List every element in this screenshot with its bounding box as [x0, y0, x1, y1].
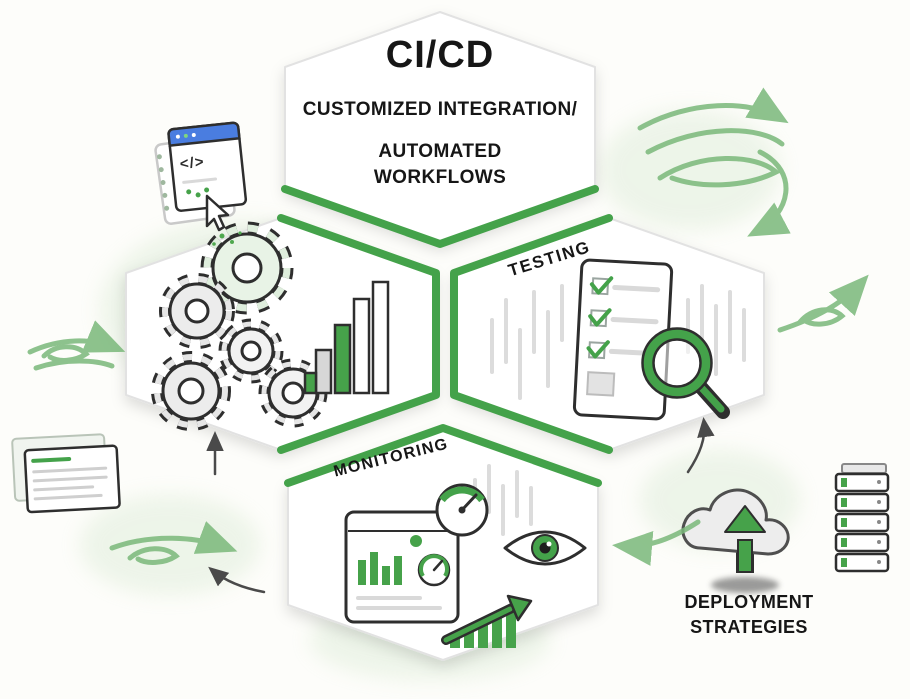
magnifier-icon [641, 327, 730, 419]
documents-icon [11, 433, 121, 514]
growth-arrow-icon [441, 594, 533, 648]
dashboard-icon [344, 510, 460, 624]
bar-chart-icon [303, 280, 390, 395]
gears-icon [151, 221, 328, 431]
subtitle-customized-integration: CUSTOMIZED INTEGRATION/ [302, 99, 578, 120]
code-snippet-text: </> [179, 153, 206, 173]
subtitle-workflows: WORKFLOWS [373, 167, 507, 188]
eye-icon [503, 530, 587, 566]
green-seams [277, 185, 613, 487]
server-stack-icon [834, 463, 890, 573]
cloud-upload-icon [681, 488, 790, 593]
cursor-icon [205, 194, 242, 246]
deployment-label-line1: DEPLOYMENT [684, 592, 814, 612]
diagram-title: CI/CD [385, 34, 495, 76]
subtitle-automated: AUTOMATED [378, 141, 502, 162]
deployment-label-line2: STRATEGIES [690, 617, 808, 637]
testing-equalizer [490, 284, 746, 400]
gauge-icon [435, 483, 489, 537]
code-window-icon [154, 121, 248, 225]
connector-arrows [206, 417, 715, 594]
swirl-arrow-icon [27, 87, 869, 566]
